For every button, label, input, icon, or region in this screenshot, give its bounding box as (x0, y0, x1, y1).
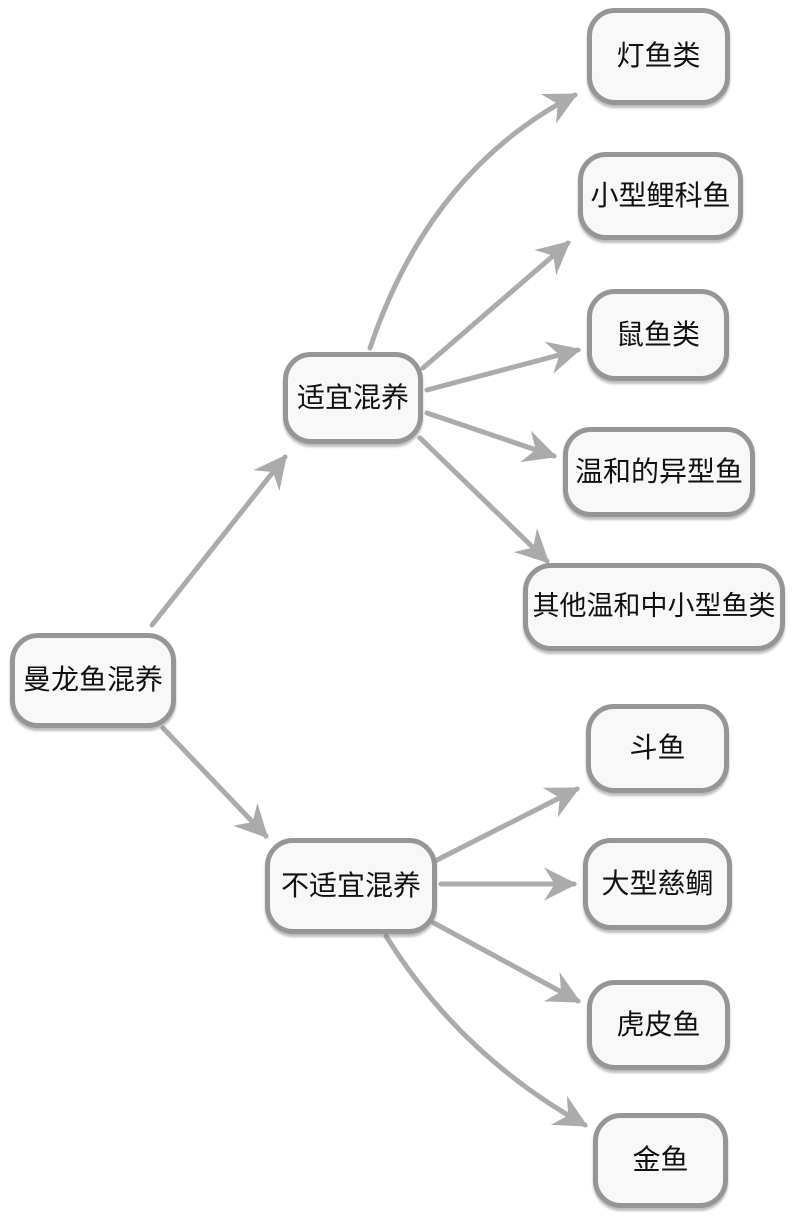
leaf-node-goldfish: 金鱼 (593, 1113, 728, 1208)
edge-unsuitable-goldfish (383, 933, 588, 1128)
leaf-node-corydoras: 鼠鱼类 (587, 289, 729, 381)
edge-root-suitable (149, 454, 288, 628)
branch-node-suitable: 适宜混养 (283, 352, 423, 444)
edge-suitable-plecos (424, 410, 558, 463)
edge-suitable-other-fish (417, 435, 550, 564)
edge-unsuitable-tigerbarb (431, 920, 581, 1004)
leaf-node-tiger-barb: 虎皮鱼 (587, 980, 730, 1070)
leaf-node-other-mild-fish: 其他温和中小型鱼类 (523, 563, 785, 651)
branch-node-unsuitable: 不适宜混养 (265, 838, 437, 934)
edge-suitable-tetras (367, 92, 578, 351)
leaf-node-large-cichlids: 大型慈鲷 (583, 838, 732, 930)
leaf-node-betta: 斗鱼 (586, 704, 729, 793)
edge-suitable-cyprinids (420, 240, 571, 371)
leaf-node-cyprinids: 小型鲤科鱼 (578, 152, 743, 240)
leaf-node-tetras: 灯鱼类 (587, 8, 730, 105)
edge-unsuitable-betta (434, 786, 580, 863)
edge-root-unsuitable (160, 725, 269, 839)
edge-suitable-corydoras (424, 341, 582, 393)
root-node: 曼龙鱼混养 (10, 633, 176, 728)
leaf-node-plecos: 温和的异型鱼 (563, 427, 755, 517)
